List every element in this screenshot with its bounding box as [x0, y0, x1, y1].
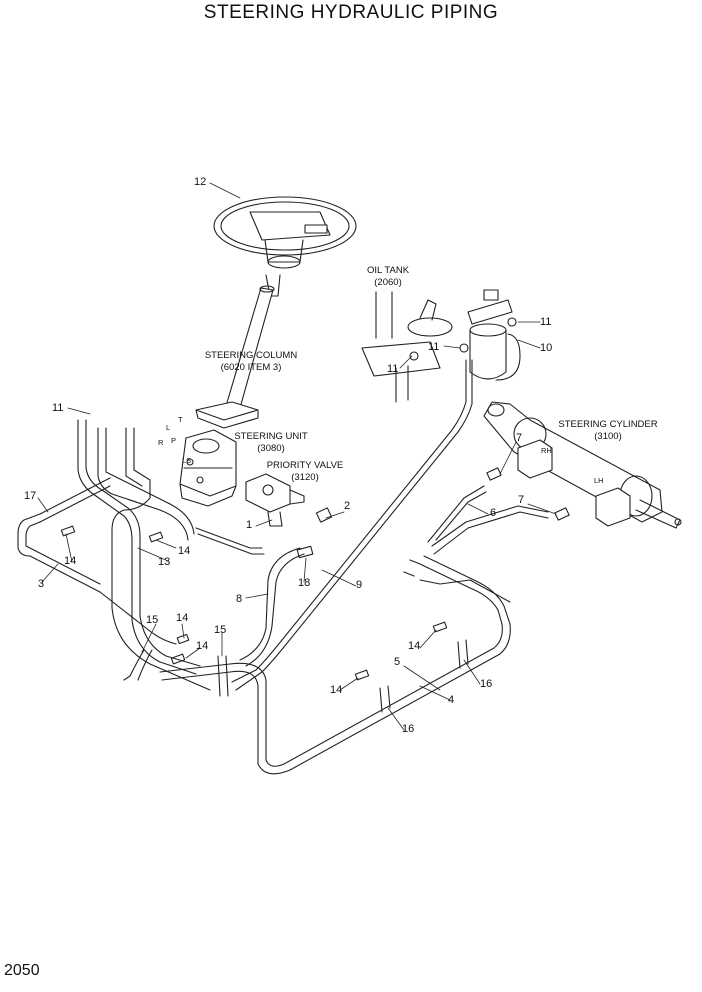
callout-16-right: 16	[480, 678, 493, 690]
hose-8	[195, 527, 305, 667]
port-p: P	[171, 436, 177, 445]
port-rh: RH	[541, 446, 552, 455]
callout-7-rh: 7	[516, 432, 523, 444]
callout-16-bottom: 16	[402, 723, 415, 735]
page-number: 2050	[4, 962, 40, 979]
note-steering-unit: STEERING UNIT (3080)	[234, 431, 308, 454]
callout-11-filter: 11	[540, 316, 552, 328]
port-lh: LH	[594, 476, 604, 485]
steering-cylinder	[483, 401, 682, 529]
callout-4: 4	[448, 694, 455, 706]
callout-15-left: 15	[146, 614, 159, 626]
callout-14-left: 14	[64, 555, 77, 567]
pipe-9	[231, 359, 473, 691]
steering-column	[195, 285, 275, 429]
callout-7-lh: 7	[518, 494, 525, 506]
return-filter	[467, 289, 521, 381]
callout-6: 6	[490, 507, 497, 519]
callout-12: 12	[194, 176, 207, 188]
frame-tube	[17, 477, 177, 645]
port-r: R	[158, 438, 164, 447]
steering-wheel	[213, 196, 357, 297]
bottom-pipes	[159, 485, 549, 775]
fittings	[60, 317, 570, 681]
callout-14-lower: 14	[196, 640, 209, 652]
callout-14-bottom: 14	[330, 684, 343, 696]
callout-11-bracket: 11	[387, 363, 399, 375]
left-pipes	[77, 419, 211, 691]
callout-3: 3	[38, 578, 45, 590]
callout-13: 13	[158, 556, 171, 568]
page-title: STEERING HYDRAULIC PIPING	[203, 2, 499, 23]
note-steering-column: STEERING COLUMN (6020 ITEM 3)	[204, 350, 298, 373]
note-priority-valve: PRIORITY VALVE (3120)	[266, 460, 344, 483]
callout-14-center: 14	[178, 545, 191, 557]
oil-tank	[361, 291, 453, 403]
leader-lines	[37, 182, 557, 731]
priority-valve	[245, 473, 305, 527]
steering-unit	[179, 429, 237, 507]
callout-11-tank: 11	[428, 341, 440, 353]
callout-11-left: 11	[52, 402, 64, 414]
callout-2: 2	[344, 500, 351, 512]
port-l: L	[166, 423, 171, 432]
callout-1: 1	[246, 519, 253, 531]
note-oil-tank: OIL TANK (2060)	[366, 265, 410, 288]
clamps	[123, 639, 469, 713]
callout-18: 18	[298, 577, 311, 589]
callout-5: 5	[394, 656, 401, 668]
note-steering-cylinder: STEERING CYLINDER (3100)	[558, 419, 658, 442]
callout-9: 9	[356, 579, 363, 591]
port-t: T	[178, 415, 183, 424]
callout-15-right: 15	[214, 624, 227, 636]
callout-14-upper: 14	[176, 612, 189, 624]
port-ls: LS	[182, 456, 192, 465]
callout-14-right: 14	[408, 640, 421, 652]
callout-10: 10	[540, 342, 553, 354]
callout-8: 8	[236, 593, 243, 605]
callout-17: 17	[24, 490, 37, 502]
